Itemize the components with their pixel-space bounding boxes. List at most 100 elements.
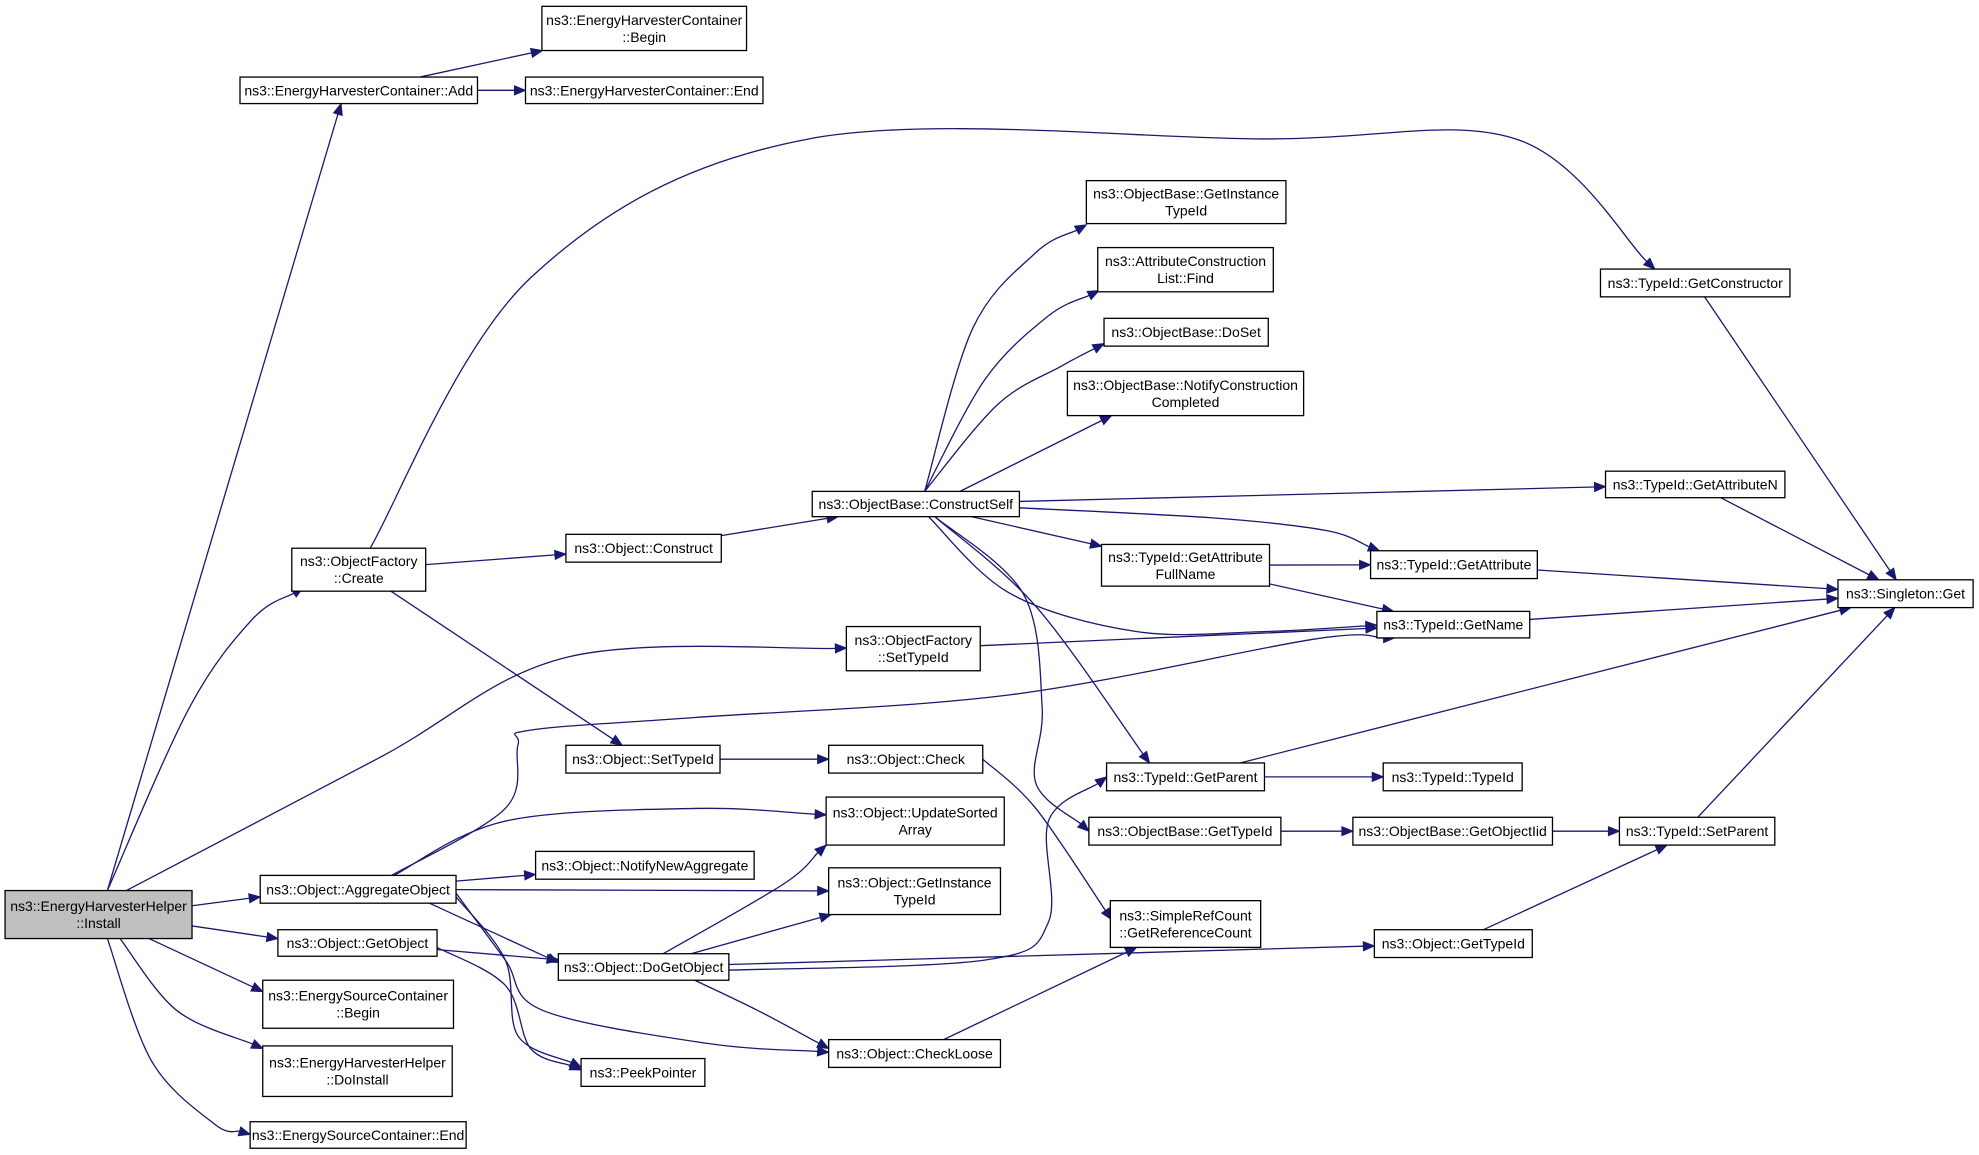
node-label: ::DoInstall [326,1072,388,1088]
edge-ob-constructself-to-acl-find [924,289,1101,492]
node-ob-getobjectiid[interactable]: ns3::ObjectBase::GetObjectIid [1352,816,1554,846]
edge-tid-getparent-to-tid-typeid [1264,771,1385,783]
edge-line [1269,583,1383,610]
node-ehc-end[interactable]: ns3::EnergyHarvesterContainer::End [524,76,764,105]
node-tid-getattr[interactable]: ns3::TypeId::GetAttribute [1369,550,1538,580]
node-obj-construct[interactable]: ns3::Object::Construct [565,533,722,563]
node-label: ns3::TypeId::GetAttributeN [1613,476,1778,492]
edge-ob-constructself-to-ob-getinstance [924,224,1088,492]
edge-arrowhead [1371,771,1385,783]
node-ehc-begin[interactable]: ns3::EnergyHarvesterContainer::Begin [541,5,748,52]
node-label: ns3::TypeId::TypeId [1392,769,1514,785]
edge-arrowhead [1076,819,1090,833]
node-ehc-add[interactable]: ns3::EnergyHarvesterContainer::Add [239,76,479,105]
node-ob-notify[interactable]: ns3::ObjectBase::NotifyConstructionCompl… [1066,370,1305,417]
node-src-getrefcount[interactable]: ns3::SimpleRefCount::GetReferenceCount [1109,900,1262,949]
edge-arrowhead [1593,481,1607,493]
edge-line [728,945,1364,966]
node-box [524,76,764,105]
edge-line [419,52,532,78]
edge-line [1529,598,1828,621]
node-esc-end[interactable]: ns3::EnergySourceContainer::End [249,1121,467,1149]
edge-line [1537,569,1828,590]
node-esc-begin[interactable]: ns3::EnergySourceContainer::Begin [262,979,455,1029]
node-ob-gettypeid[interactable]: ns3::ObjectBase::GetTypeId [1088,816,1282,846]
node-singleton-get[interactable]: ns3::Singleton::Get [1837,579,1974,609]
edge-arrowhead [265,931,280,943]
edge-arrowhead [1091,342,1106,354]
node-label: ::Install [76,915,120,931]
edge-line [943,951,1127,1041]
node-obj-getobject[interactable]: ns3::Object::GetObject [277,929,438,957]
edge-line [971,516,1091,545]
node-box [828,744,984,774]
edge-arrowhead [250,981,264,993]
edge-line [924,229,1078,492]
edge-obj-aggregate-to-obj-notifynew [455,870,537,882]
edge-line [1704,296,1891,572]
node-tid-typeid[interactable]: ns3::TypeId::TypeId [1382,762,1523,792]
node-box [1088,816,1282,846]
node-obj-check[interactable]: ns3::Object::Check [828,744,984,774]
edge-arrowhead [814,808,828,820]
edge-line [959,419,1103,492]
node-label: ns3::Singleton::Get [1846,586,1965,602]
node-obj-checkloose[interactable]: ns3::Object::CheckLoose [828,1038,1002,1069]
node-of-create[interactable]: ns3::ObjectFactory::Create [291,547,427,592]
edge-line [106,938,240,1133]
node-tid-setparent[interactable]: ns3::TypeId::SetParent [1618,816,1776,846]
edge-line [191,897,250,907]
node-box [291,547,427,592]
node-obj-gettypeid[interactable]: ns3::Object::GetTypeId [1373,929,1533,959]
edge-arrowhead [1073,224,1088,235]
node-box [1382,762,1523,792]
edge-obj-aggregate-to-obj-checkloose [455,892,830,1057]
edge-line [728,782,1099,971]
node-label: ns3::Object::CheckLoose [836,1046,993,1062]
edge-line [694,979,820,1044]
node-root[interactable]: ns3::EnergyHarvesterHelper::Install [4,889,193,940]
node-box [1100,543,1271,587]
edge-ob-constructself-to-tid-getattrn [1019,481,1607,503]
edge-obj-dogetobject-to-obj-updatesorted [662,844,828,955]
node-box [1837,579,1974,609]
node-tid-getconstructor[interactable]: ns3::TypeId::GetConstructor [1599,268,1791,298]
edge-tid-getconstructor-to-singleton-get [1704,296,1897,581]
node-obj-settypeid[interactable]: ns3::Object::SetTypeId [565,744,721,774]
node-peekpointer[interactable]: ns3::PeekPointer [580,1057,706,1088]
node-label: ::Begin [336,1005,380,1021]
node-box [259,874,457,904]
node-tid-getparent[interactable]: ns3::TypeId::GetParent [1105,762,1266,792]
node-box [249,1121,467,1149]
node-ob-doset[interactable]: ns3::ObjectBase::DoSet [1103,317,1269,347]
edge-arrowhead [529,47,544,59]
node-obj-dogetobject[interactable]: ns3::Object::DoGetObject [557,953,730,981]
node-ob-constructself[interactable]: ns3::ObjectBase::ConstructSelf [811,490,1021,518]
edge-of-settypeid-to-tid-getname [980,623,1379,647]
node-box [811,490,1021,518]
edge-root-to-esc-end [106,938,252,1137]
node-ehh-doinstall[interactable]: ns3::EnergyHarvesterHelper::DoInstall [262,1045,453,1098]
node-of-settypeid[interactable]: ns3::ObjectFactory::SetTypeId [845,625,981,672]
node-obj-aggregate[interactable]: ns3::Object::AggregateObject [259,874,457,904]
node-label: ns3::Object::UpdateSorted [833,805,998,821]
edge-ehc-add-to-ehc-end [477,85,527,96]
node-box [1376,610,1531,639]
edge-arrowhead [1826,583,1840,594]
node-label: ns3::Object::Check [847,751,966,767]
edge-arrowhead [546,953,560,965]
node-tid-getname[interactable]: ns3::TypeId::GetName [1376,610,1531,639]
node-tid-getattrn[interactable]: ns3::TypeId::GetAttributeN [1604,470,1786,499]
node-label: ns3::EnergyHarvesterContainer::Add [244,82,473,98]
edge-line [1239,609,1841,764]
edge-root-to-ehh-doinstall [119,938,264,1049]
node-label: ns3::Object::Construct [574,540,713,556]
node-obj-notifynew[interactable]: ns3::Object::NotifyNewAggregate [534,850,755,880]
edge-arrowhead [1138,750,1151,765]
edge-ob-constructself-to-ob-notify [959,415,1113,492]
